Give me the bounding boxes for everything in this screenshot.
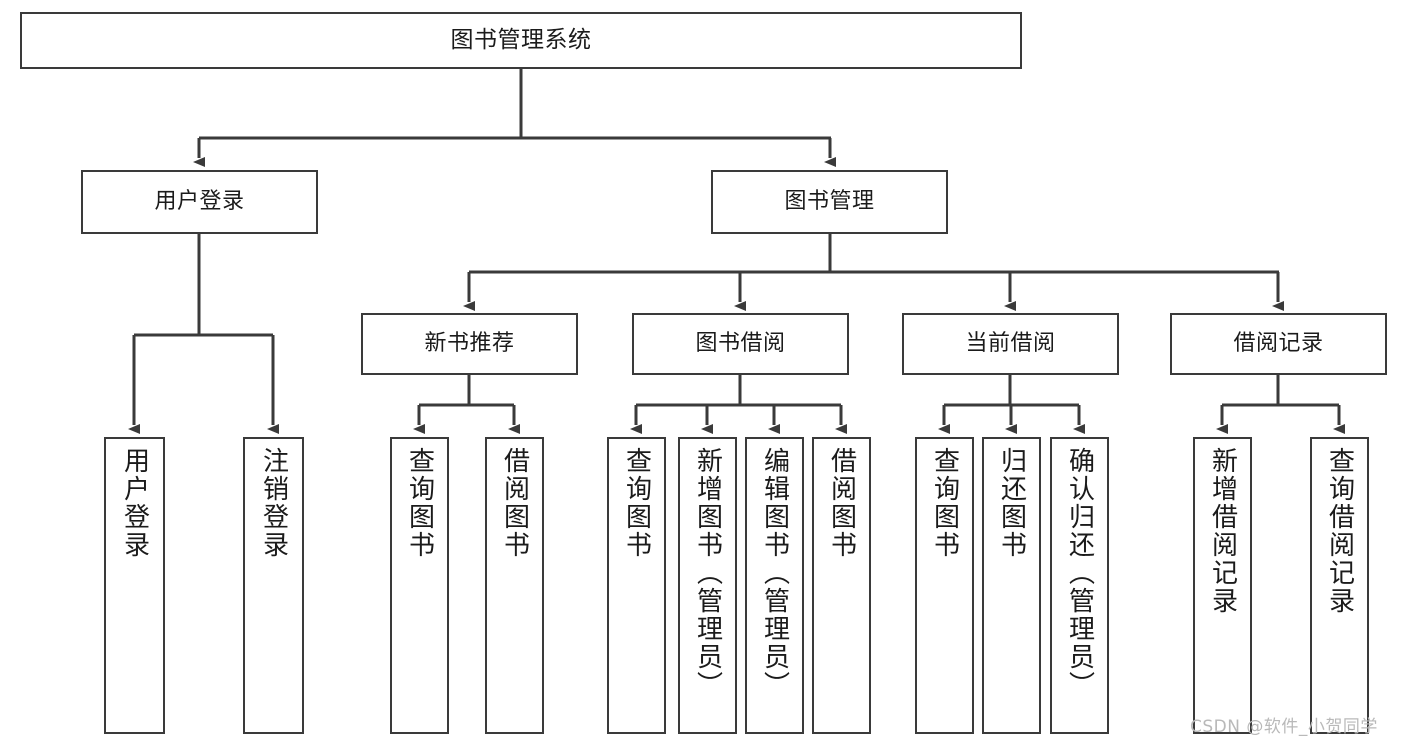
node-borrow-record[interactable]: 借阅记录 <box>1170 313 1387 375</box>
node-root-label: 图书管理系统 <box>450 26 592 53</box>
leaf-newbook-borrow-book-label: 借阅图书 <box>499 447 530 559</box>
node-current-borrow[interactable]: 当前借阅 <box>902 313 1119 375</box>
leaf-newbook-borrow-book[interactable]: 借阅图书 <box>485 437 544 734</box>
node-book-borrow-label: 图书借阅 <box>695 330 786 356</box>
node-current-borrow-label: 当前借阅 <box>965 330 1056 356</box>
leaf-borrow-query-book-label: 查询图书 <box>621 447 652 559</box>
leaf-borrow-query-book[interactable]: 查询图书 <box>607 437 666 734</box>
leaf-query-borrow-record[interactable]: 查询借阅记录 <box>1310 437 1369 734</box>
leaf-current-query-book-label: 查询图书 <box>929 447 960 559</box>
leaf-current-query-book[interactable]: 查询图书 <box>915 437 974 734</box>
leaf-logout[interactable]: 注销登录 <box>243 437 304 734</box>
leaf-add-book-admin[interactable]: 新增图书（管理员） <box>678 437 737 734</box>
leaf-add-book-admin-label: 新增图书（管理员） <box>692 447 723 699</box>
leaf-user-login[interactable]: 用户登录 <box>104 437 165 734</box>
node-borrow-record-label: 借阅记录 <box>1233 330 1324 356</box>
node-user-login-label: 用户登录 <box>154 188 245 214</box>
leaf-logout-label: 注销登录 <box>258 447 289 559</box>
node-book-borrow[interactable]: 图书借阅 <box>632 313 849 375</box>
leaf-newbook-query-book-label: 查询图书 <box>404 447 435 559</box>
leaf-confirm-return-admin[interactable]: 确认归还（管理员） <box>1050 437 1109 734</box>
leaf-add-borrow-record[interactable]: 新增借阅记录 <box>1193 437 1252 734</box>
node-root[interactable]: 图书管理系统 <box>20 12 1022 69</box>
leaf-confirm-return-admin-label: 确认归还（管理员） <box>1064 447 1095 699</box>
leaf-borrow-book[interactable]: 借阅图书 <box>812 437 871 734</box>
leaf-borrow-book-label: 借阅图书 <box>826 447 857 559</box>
leaf-edit-book-admin-label: 编辑图书（管理员） <box>759 447 790 699</box>
leaf-user-login-label: 用户登录 <box>119 447 150 559</box>
leaf-query-borrow-record-label: 查询借阅记录 <box>1324 447 1355 615</box>
leaf-add-borrow-record-label: 新增借阅记录 <box>1207 447 1238 615</box>
leaf-return-book-label: 归还图书 <box>996 447 1027 559</box>
node-new-book-recommend-label: 新书推荐 <box>424 330 515 356</box>
node-new-book-recommend[interactable]: 新书推荐 <box>361 313 578 375</box>
node-book-management[interactable]: 图书管理 <box>711 170 948 234</box>
leaf-return-book[interactable]: 归还图书 <box>982 437 1041 734</box>
node-user-login[interactable]: 用户登录 <box>81 170 318 234</box>
node-book-management-label: 图书管理 <box>784 188 875 214</box>
leaf-edit-book-admin[interactable]: 编辑图书（管理员） <box>745 437 804 734</box>
leaf-newbook-query-book[interactable]: 查询图书 <box>390 437 449 734</box>
